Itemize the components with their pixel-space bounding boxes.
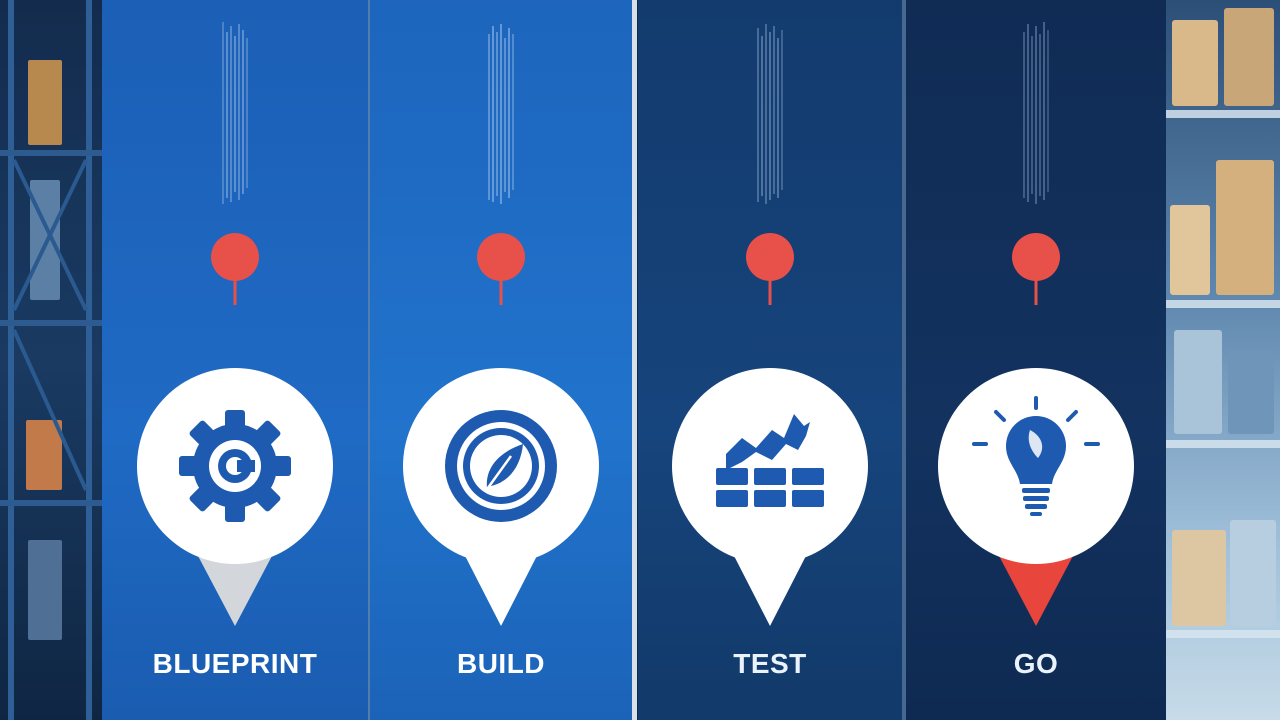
stage-label: GO xyxy=(1013,648,1059,679)
warehouse-shelves-right xyxy=(1166,0,1280,720)
column-divider xyxy=(632,0,637,720)
warehouse-rack-left xyxy=(0,0,102,720)
stage-build: BUILD xyxy=(370,0,632,720)
lightbulb-icon xyxy=(972,396,1100,516)
test-pin xyxy=(672,368,868,626)
gear-icon xyxy=(179,410,291,522)
leaf-circle-icon xyxy=(445,410,557,522)
go-pin xyxy=(938,368,1134,626)
stage-go: GO xyxy=(906,0,1166,720)
blueprint-pin xyxy=(137,368,333,626)
column-divider xyxy=(901,0,906,720)
column-divider xyxy=(366,0,372,720)
tick-marks xyxy=(222,22,248,204)
tick-marks xyxy=(757,24,783,204)
build-pin xyxy=(403,368,599,626)
stage-label: BLUEPRINT xyxy=(152,648,318,679)
stage-test: TEST xyxy=(638,0,902,720)
tick-marks xyxy=(488,24,514,204)
chart-blocks-icon xyxy=(716,414,824,507)
stage-blueprint: BLUEPRINT xyxy=(102,0,368,720)
red-marker-pin-icon xyxy=(211,233,259,305)
red-marker-pin-icon xyxy=(746,233,794,305)
tick-marks xyxy=(1023,22,1049,204)
stage-label: BUILD xyxy=(456,648,546,679)
red-marker-pin-icon xyxy=(1012,233,1060,305)
stage-label: TEST xyxy=(733,648,807,679)
red-marker-pin-icon xyxy=(477,233,525,305)
